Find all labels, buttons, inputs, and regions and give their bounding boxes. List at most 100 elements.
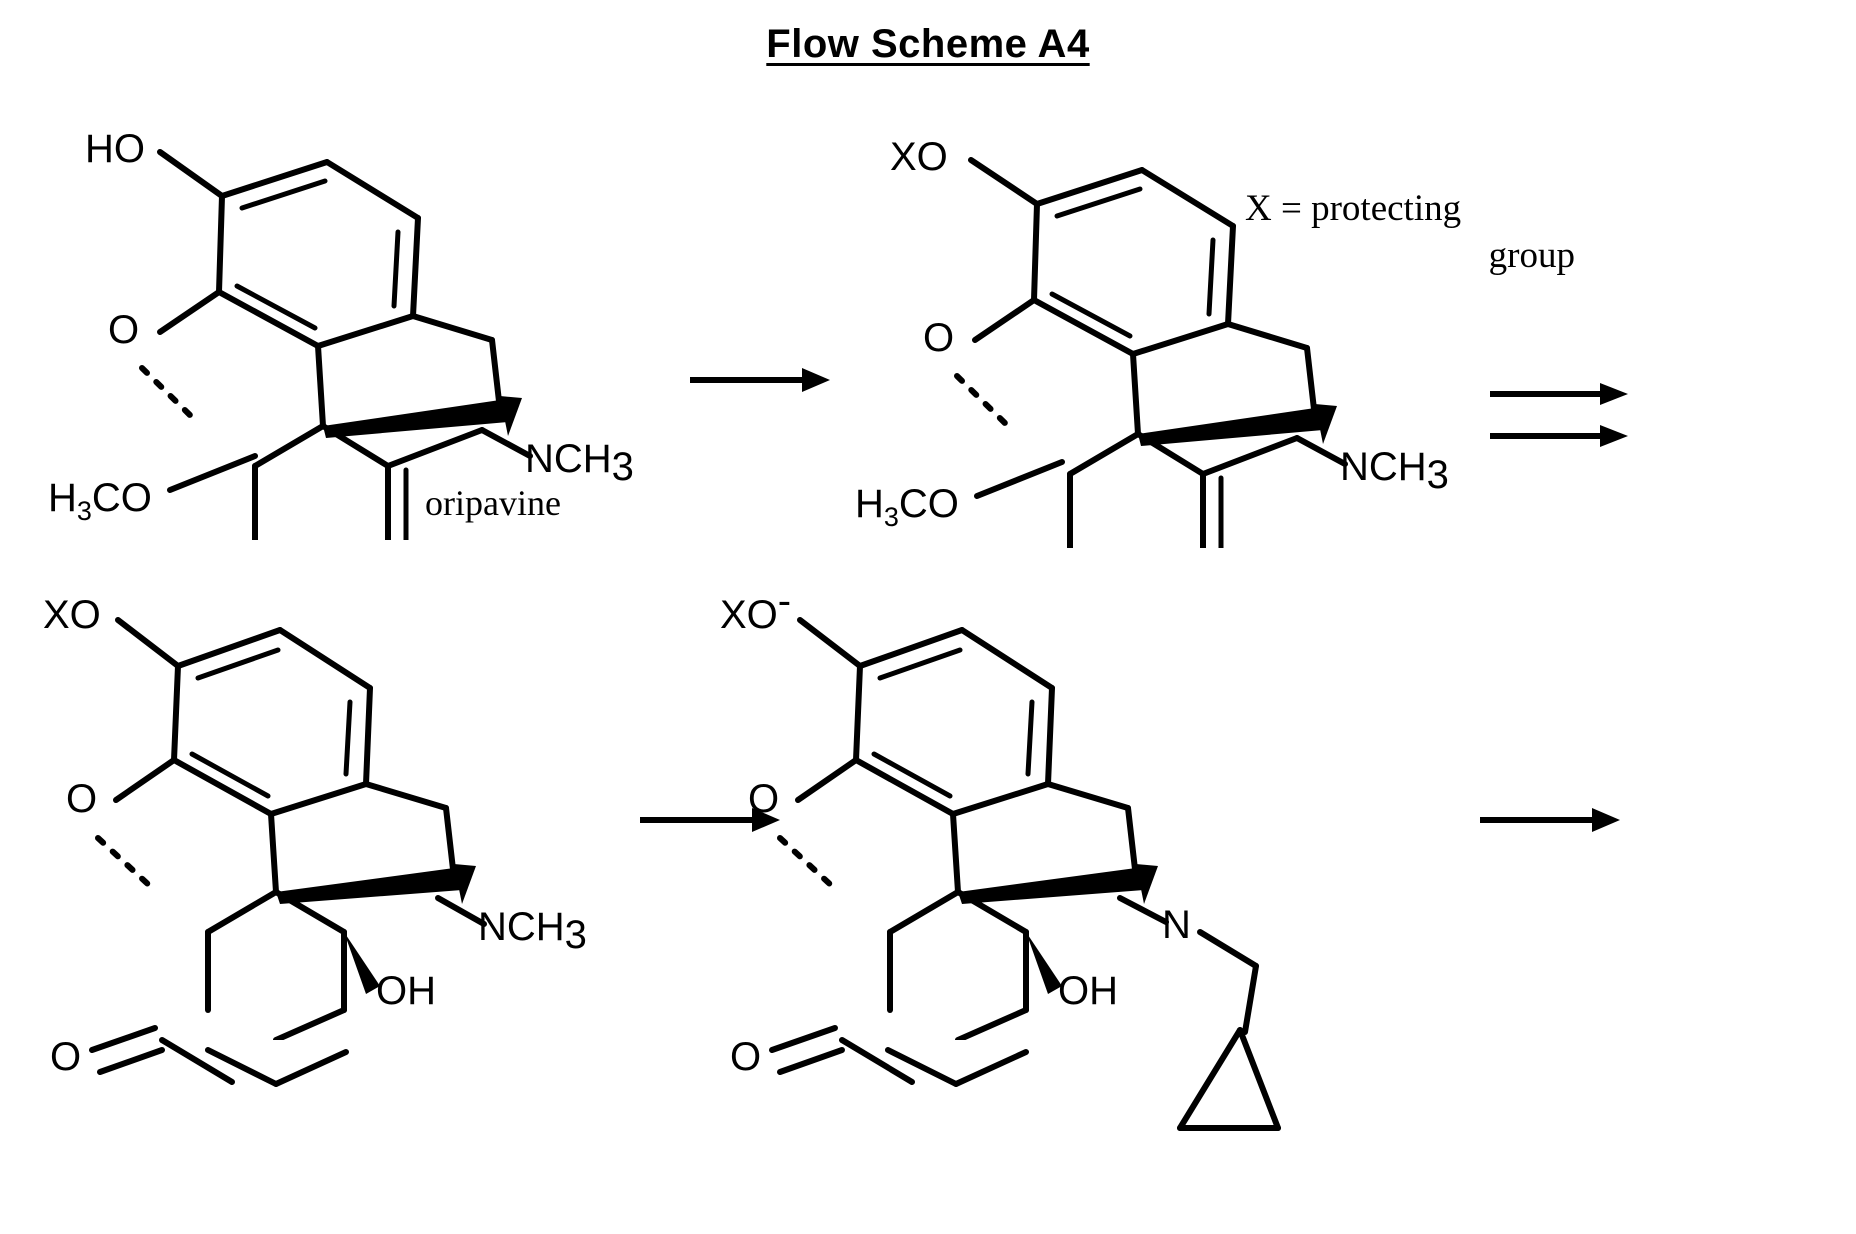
bond-cp-2 <box>1237 1027 1281 1131</box>
bond-n-to-ch2 <box>1197 929 1259 969</box>
bond-close-bottom <box>205 1047 279 1087</box>
bond-to-n-side <box>385 427 485 469</box>
molecule-oripavine: HO O <box>30 100 650 540</box>
molecule-hydroxy-ketone: XO O <box>18 580 638 1040</box>
bond-ar-inner3 <box>1049 291 1133 339</box>
bond-quart-to-left-c <box>1067 431 1141 477</box>
bond-ar-inner2 <box>343 699 353 777</box>
bond-c-to-n <box>435 895 487 927</box>
bond-ar1 <box>175 627 283 669</box>
bond-close-bottom-right <box>273 1049 349 1087</box>
bond-ar3 <box>1045 685 1055 787</box>
bond-ar1 <box>219 159 330 199</box>
bond-ar-inner1 <box>239 178 328 211</box>
arrow-4 <box>1480 800 1620 840</box>
bond-ar4 <box>268 781 369 817</box>
arrow-1 <box>690 360 830 400</box>
bond-methoxy-link <box>167 453 258 493</box>
bond-methoxy-link <box>974 459 1065 499</box>
bond-ar6 <box>216 193 225 295</box>
bond-ar-inner1 <box>195 647 281 681</box>
bond-ketone-double-b <box>97 1047 165 1075</box>
oripavine-structure: HO O <box>85 127 634 540</box>
arrow-3 <box>640 800 780 840</box>
bond-close-bottom-right <box>953 1049 1029 1087</box>
atom-label-N: N <box>1162 903 1191 947</box>
bond-ar-inner2 <box>391 229 401 309</box>
bond-bridge-1 <box>1225 321 1310 351</box>
ring-closure-mol4 <box>885 1047 1029 1087</box>
bond-c-to-n <box>1294 435 1348 467</box>
bond-ar3 <box>410 215 421 319</box>
atom-label-O-ether: O <box>748 777 779 821</box>
h3co-3: 3 <box>883 502 899 532</box>
wedge-n-bridge-tip <box>1315 404 1337 444</box>
bond-ar3 <box>1225 223 1236 327</box>
bond-ho-to-ring <box>157 149 225 199</box>
atom-label-O-ether: O <box>108 308 139 352</box>
atom-label-H3CO-mol2: H3CO <box>855 482 959 533</box>
arrow-2 <box>1490 380 1630 460</box>
bond-c-to-n <box>479 427 533 459</box>
bond-quart-to-left-c <box>205 889 279 935</box>
bond-ar-inner2 <box>1025 699 1035 777</box>
bond-h3co-mol2 <box>974 459 1065 499</box>
bond-ar-inner1 <box>1054 186 1143 219</box>
bond-ar6 <box>1031 201 1040 303</box>
bond-ar-inner1 <box>877 647 963 681</box>
bond-ketone-double-a <box>769 1025 838 1053</box>
bond-O-dashed-to-C <box>954 373 1013 431</box>
bond-ar-inner3 <box>189 751 271 799</box>
atom-label-OH: OH <box>1058 969 1118 1013</box>
bond-O-dashed-to-C <box>777 835 835 889</box>
annotation-line-2: group <box>1488 235 1575 277</box>
bond-ar4 <box>315 313 416 349</box>
bond-ar2 <box>324 159 421 221</box>
atom-label-O-ether: O <box>923 316 954 360</box>
arrow-1-head <box>802 368 830 392</box>
arrow-2-head-bottom <box>1600 425 1628 447</box>
bond-ch2-to-cyclopropyl <box>1242 963 1259 1035</box>
bond-c-to-n <box>1117 895 1169 925</box>
bond-ar5 <box>171 757 274 817</box>
bond-ketone-double-a <box>89 1025 158 1053</box>
h3co-h: H <box>855 482 884 526</box>
wedge-oh <box>1026 932 1062 994</box>
bond-ar-to-quart <box>950 811 961 895</box>
bond-bridge-1 <box>1045 781 1131 811</box>
wedge-n-bridge <box>958 868 1144 904</box>
molecule-protected-oripavine: XO O NCH3 <box>845 108 1465 548</box>
bond-ar5 <box>853 757 956 817</box>
bond-ar-to-O <box>113 757 177 803</box>
wedge-n-bridge-tip <box>454 864 476 904</box>
annotation-line-1: X = protecting <box>1245 188 1462 229</box>
bond-ar4 <box>1130 321 1231 357</box>
ring-closure-mol3 <box>205 1047 349 1087</box>
bond-ketone-double-b <box>777 1047 845 1075</box>
atom-label-XO: XO <box>43 593 101 637</box>
bond-ar-to-O <box>795 757 859 803</box>
caption-oripavine: oripavine <box>425 483 561 523</box>
h3co-3: 3 <box>76 496 92 526</box>
atom-label-XO: XO <box>890 135 948 179</box>
cyclopropylmethyl-structure: XO- O N <box>720 580 1259 1040</box>
bond-ar-inner3 <box>234 283 318 331</box>
bond-ar-to-quart <box>268 811 279 895</box>
cyclopropane-ring <box>1177 1027 1281 1131</box>
bond-bridge-2 <box>489 337 503 413</box>
wedge-n-bridge-tip <box>1136 864 1158 904</box>
bond-ar5 <box>216 289 321 349</box>
hydroxy-ketone-structure: XO O <box>43 593 587 1040</box>
h3co-co: CO <box>91 476 152 520</box>
bond-ar2 <box>959 627 1055 691</box>
bond-cp-1 <box>1177 1027 1243 1131</box>
arrow-3-glyph <box>640 808 780 832</box>
atom-label-NCH3: NCH3 <box>525 437 634 489</box>
bond-to-n-side <box>1200 435 1300 477</box>
annotation-protecting-group: X = protecting group <box>1245 185 1575 280</box>
bond-close-bottom <box>885 1047 959 1087</box>
bond-ar5 <box>1031 297 1136 357</box>
bond-ar-to-O <box>157 289 222 335</box>
bond-quart-to-left-c <box>887 889 961 935</box>
